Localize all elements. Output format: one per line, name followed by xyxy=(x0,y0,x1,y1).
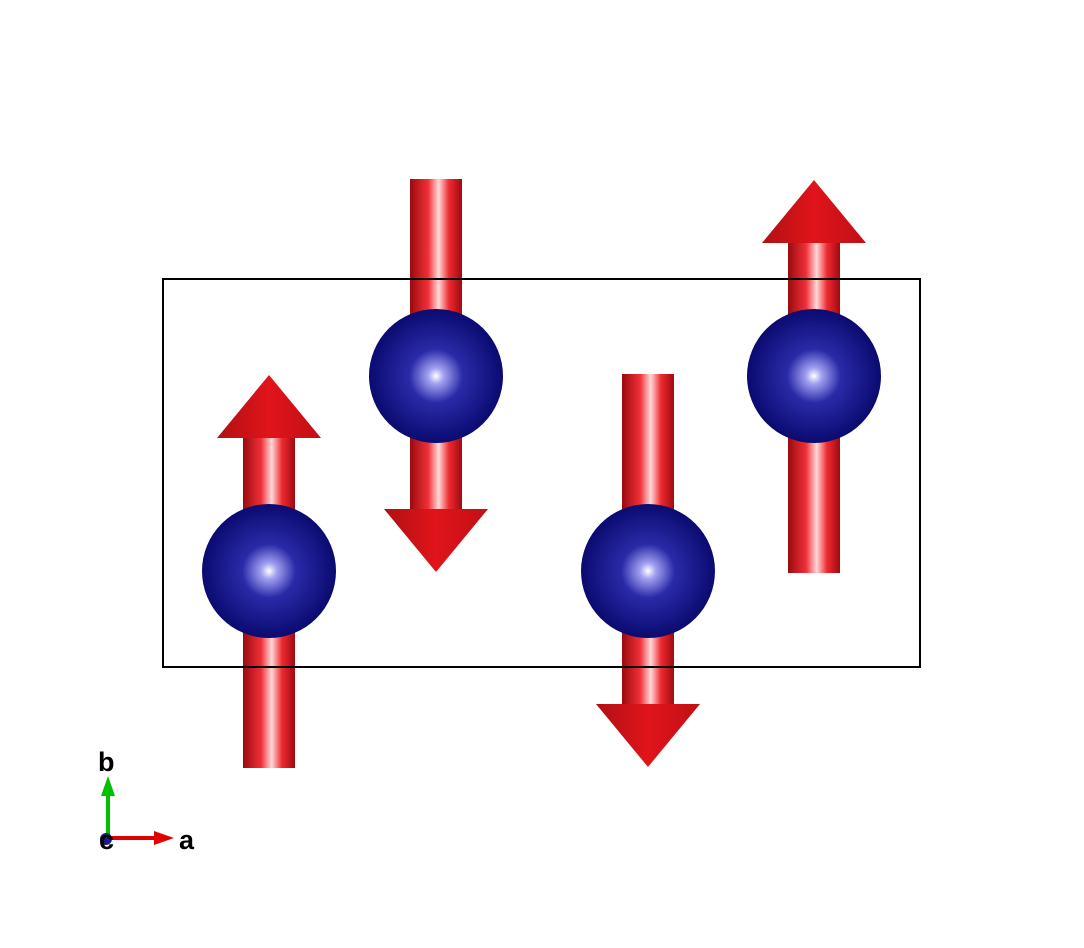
axis-a-arrowhead xyxy=(154,831,174,845)
spin-arrow-head xyxy=(596,704,700,767)
atom-sphere[interactable] xyxy=(369,309,503,443)
axis-a-label: a xyxy=(179,825,195,855)
spin-arrow-head xyxy=(384,509,488,572)
axis-c-dot xyxy=(100,833,112,845)
spin-arrow-head xyxy=(762,180,866,243)
unit-cell-outline xyxy=(162,278,921,668)
atom-sphere[interactable] xyxy=(747,309,881,443)
spin-arrow-head xyxy=(217,375,321,438)
axis-b-arrowhead xyxy=(101,776,115,796)
axis-indicator: b c a xyxy=(98,747,195,855)
axis-c-label: c xyxy=(99,825,114,855)
atom-sphere[interactable] xyxy=(202,504,336,638)
axis-b-label: b xyxy=(98,747,115,777)
atom-sphere[interactable] xyxy=(581,504,715,638)
